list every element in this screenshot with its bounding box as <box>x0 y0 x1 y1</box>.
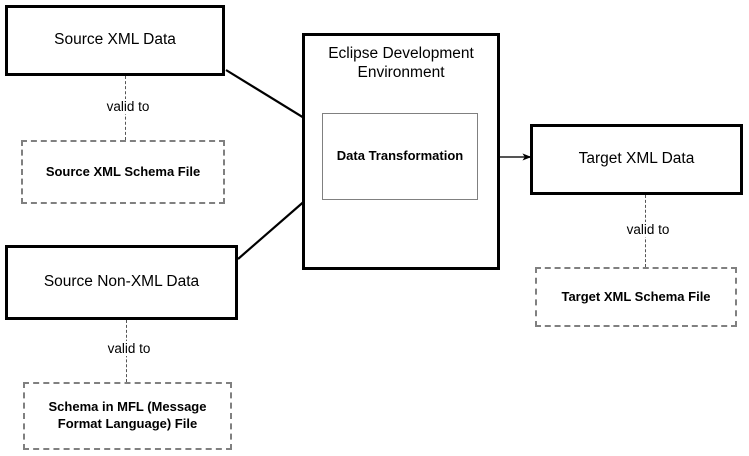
eclipse-development-environment-label: Eclipse Development Environment <box>328 45 474 81</box>
source-xml-schema-file-box[interactable]: Source XML Schema File <box>21 140 225 204</box>
edge-label-text: valid to <box>107 341 151 356</box>
source-non-xml-data-box[interactable]: Source Non-XML Data <box>5 245 238 320</box>
schema-in-mfl-file-label: Schema in MFL (Message Format Language) … <box>48 399 207 431</box>
source-xml-data-box[interactable]: Source XML Data <box>5 5 225 76</box>
data-transformation-box[interactable]: Data Transformation <box>322 113 478 200</box>
target-xml-schema-file-label: Target XML Schema File <box>561 288 711 304</box>
target-xml-data-box[interactable]: Target XML Data <box>530 124 743 195</box>
edge-label-target-xml-valid-to: valid to <box>605 222 691 237</box>
eclipse-development-environment-title: Eclipse Development Environment <box>308 45 494 83</box>
data-transformation-label: Data Transformation <box>336 148 464 164</box>
edge-label-text: valid to <box>626 222 670 237</box>
target-xml-data-label: Target XML Data <box>578 150 695 168</box>
edge-label-source-non-xml-valid-to: valid to <box>86 341 172 356</box>
target-xml-schema-file-box[interactable]: Target XML Schema File <box>535 267 737 327</box>
edge-label-text: valid to <box>106 99 150 114</box>
schema-in-mfl-file-box[interactable]: Schema in MFL (Message Format Language) … <box>23 382 232 450</box>
edge-label-source-xml-valid-to: valid to <box>85 99 171 114</box>
source-xml-schema-file-label: Source XML Schema File <box>45 163 201 179</box>
source-non-xml-data-label: Source Non-XML Data <box>43 273 200 291</box>
source-xml-data-label: Source XML Data <box>54 31 176 49</box>
